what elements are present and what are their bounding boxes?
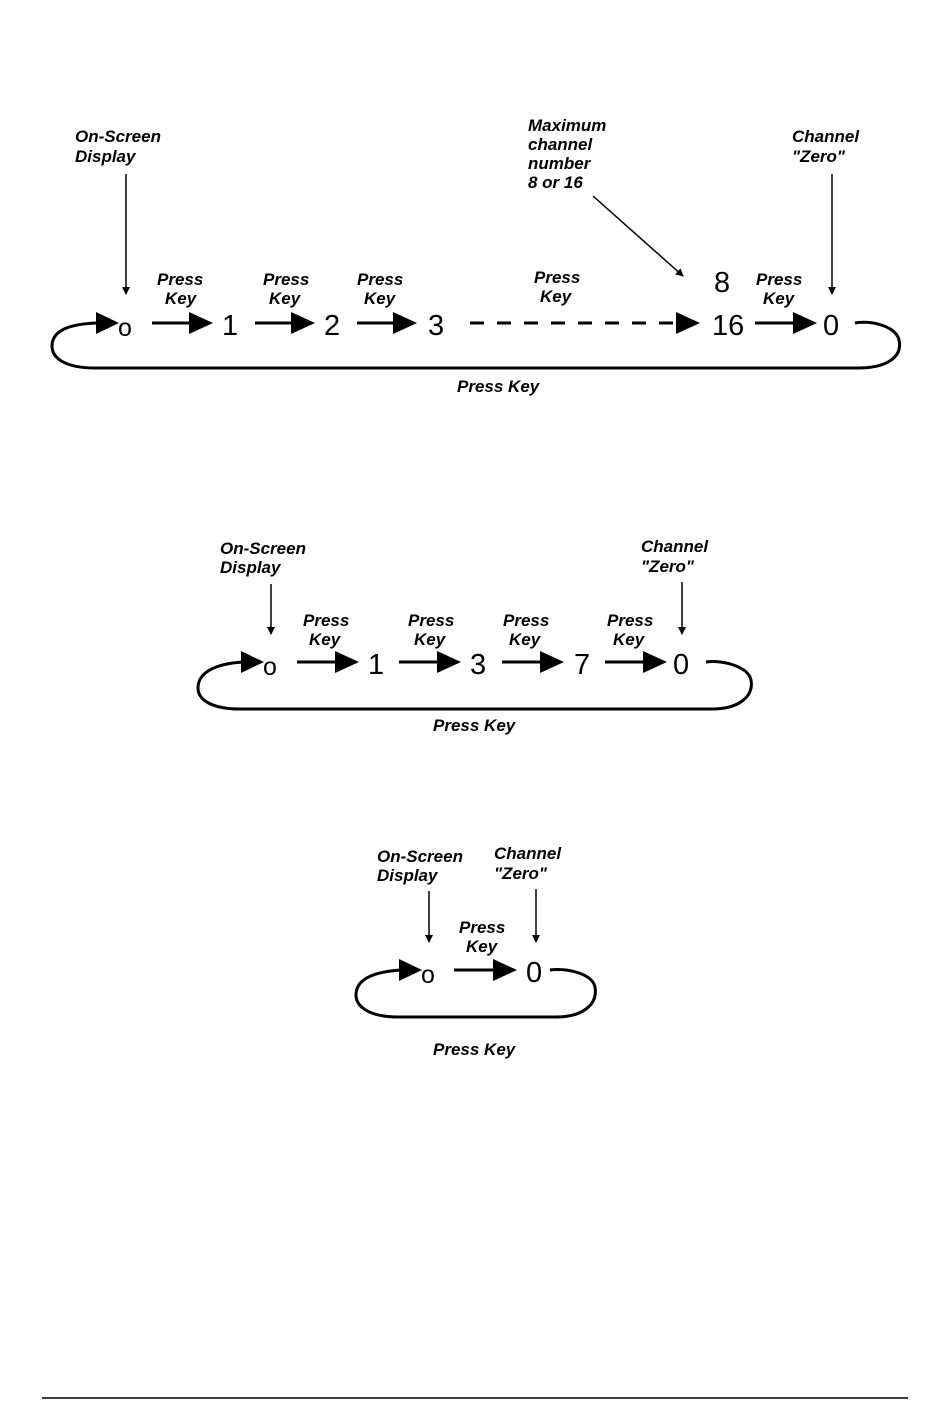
loop-arrowhead <box>399 959 422 981</box>
loop-press-key-label: Press Key <box>433 716 517 735</box>
press-label: Press <box>303 611 349 630</box>
loop-arrowhead <box>96 312 119 334</box>
key-label: Key <box>364 289 397 308</box>
press-label: Press <box>263 270 309 289</box>
diagram-single-step: On-Screen Display Channel "Zero" Press K… <box>356 844 595 1059</box>
return-loop <box>356 970 595 1017</box>
step-value: 3 <box>470 649 486 681</box>
diagram-binary-sequence: On-Screen Display Channel "Zero" Press K… <box>198 537 751 735</box>
return-loop <box>52 322 900 368</box>
max-label-line3: number <box>528 154 592 173</box>
max-label-line4: 8 or 16 <box>528 173 583 192</box>
on-screen-label-line1: On-Screen <box>75 127 161 146</box>
step-arrowhead <box>335 651 359 673</box>
press-label: Press <box>408 611 454 630</box>
press-label: Press <box>157 270 203 289</box>
press-label: Press <box>607 611 653 630</box>
key-label: Key <box>414 630 447 649</box>
on-screen-label-line2: Display <box>377 866 439 885</box>
on-screen-label-line2: Display <box>75 147 137 166</box>
key-label: Key <box>540 287 573 306</box>
zero-value: 0 <box>526 957 542 989</box>
step-arrowhead <box>291 312 315 334</box>
max-value-16: 16 <box>712 310 744 342</box>
step-arrowhead <box>493 959 517 981</box>
channel-zero-label-line2: "Zero" <box>641 557 695 576</box>
step-value: 7 <box>574 649 590 681</box>
step-value: 3 <box>428 310 444 342</box>
zero-value: 0 <box>673 649 689 681</box>
step-arrowhead <box>189 312 213 334</box>
step-arrowhead <box>643 651 667 673</box>
display-value: o <box>421 961 435 989</box>
loop-arrowhead <box>241 651 264 673</box>
key-label: Key <box>165 289 198 308</box>
step-arrowhead <box>676 312 700 334</box>
channel-zero-label-line1: Channel <box>792 127 860 146</box>
press-label: Press <box>357 270 403 289</box>
on-screen-label-line1: On-Screen <box>220 539 306 558</box>
display-value: o <box>263 653 277 681</box>
display-value: o <box>118 314 132 342</box>
press-label: Press <box>756 270 802 289</box>
max-value-8: 8 <box>714 267 730 299</box>
step-arrowhead <box>437 651 461 673</box>
step-arrowhead <box>540 651 564 673</box>
zero-value: 0 <box>823 310 839 342</box>
loop-press-key-label: Press Key <box>457 377 541 396</box>
key-label: Key <box>309 630 342 649</box>
diagram-full-sequence: On-Screen Display Maximum channel number… <box>52 116 900 396</box>
on-screen-label-line2: Display <box>220 558 282 577</box>
step-arrowhead <box>393 312 417 334</box>
step-value: 1 <box>222 310 238 342</box>
press-label: Press <box>459 918 505 937</box>
key-label: Key <box>269 289 302 308</box>
step-arrowhead <box>793 312 817 334</box>
channel-zero-label-line2: "Zero" <box>792 147 846 166</box>
press-label: Press <box>503 611 549 630</box>
step-value: 1 <box>368 649 384 681</box>
key-label: Key <box>763 289 796 308</box>
channel-zero-label-line1: Channel <box>494 844 562 863</box>
key-label: Key <box>509 630 542 649</box>
loop-press-key-label: Press Key <box>433 1040 517 1059</box>
channel-zero-label-line2: "Zero" <box>494 864 548 883</box>
on-screen-label-line1: On-Screen <box>377 847 463 866</box>
key-label: Key <box>613 630 646 649</box>
max-label-line1: Maximum <box>528 116 606 135</box>
press-label: Press <box>534 268 580 287</box>
channel-zero-label-line1: Channel <box>641 537 709 556</box>
max-channel-pointer <box>593 196 683 276</box>
max-label-line2: channel <box>528 135 594 154</box>
step-value: 2 <box>324 310 340 342</box>
key-label: Key <box>466 937 499 956</box>
